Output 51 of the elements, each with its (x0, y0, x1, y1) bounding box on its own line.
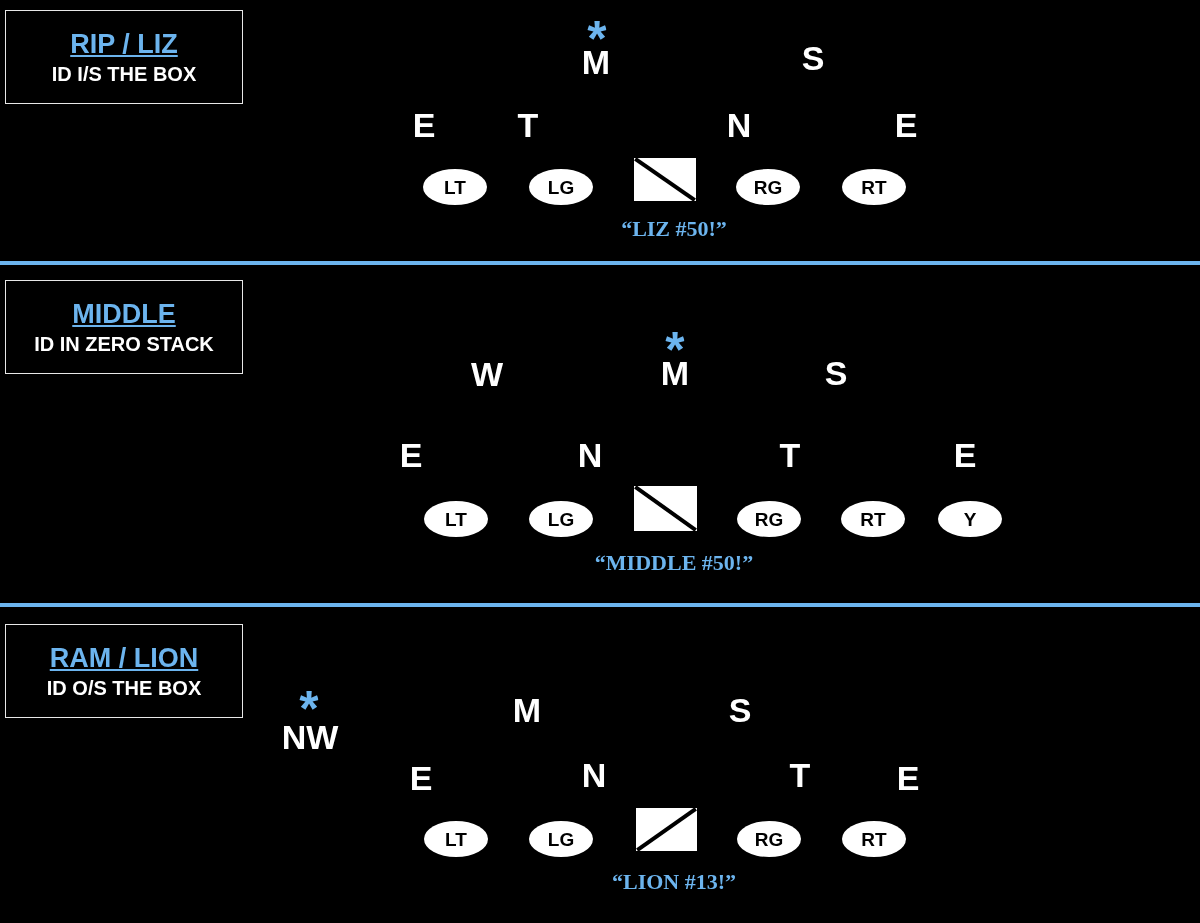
player-oval: RG (737, 821, 801, 857)
player-oval: LT (423, 169, 487, 205)
position-letter: M (660, 356, 690, 390)
position-letter: E (894, 108, 918, 142)
position-letter: E (409, 761, 433, 795)
title-box (5, 10, 243, 104)
asterisk-mark: * (665, 325, 685, 355)
player-oval: RG (737, 501, 801, 537)
position-letter: S (801, 41, 825, 75)
position-letter: S (728, 693, 752, 727)
position-letter: W (470, 357, 504, 391)
position-letter: N (726, 108, 752, 142)
call-text: “LIZ #50!” (621, 218, 727, 240)
player-oval: RT (841, 501, 905, 537)
section-subtitle: ID O/S THE BOX (46, 677, 202, 698)
player-oval: Y (938, 501, 1002, 537)
section-heading: RIP / LIZ (70, 30, 178, 58)
position-letter: T (517, 108, 539, 142)
position-letter: M (512, 693, 542, 727)
player-oval: LT (424, 821, 488, 857)
position-letter: T (779, 438, 801, 472)
player-oval: RT (842, 821, 906, 857)
position-letter: NW (281, 720, 339, 754)
position-letter: N (577, 438, 603, 472)
position-letter: S (824, 356, 848, 390)
call-text: “LION #13!” (611, 871, 737, 893)
title-box (5, 624, 243, 718)
title-box (5, 280, 243, 374)
player-oval: LG (529, 821, 593, 857)
position-letter: N (581, 758, 607, 792)
position-letter: M (581, 45, 611, 79)
position-letter: E (412, 108, 436, 142)
section-subtitle: ID IN ZERO STACK (34, 333, 214, 354)
center-square (636, 808, 697, 851)
player-oval: LG (529, 501, 593, 537)
player-oval: LT (424, 501, 488, 537)
section-heading: RAM / LION (49, 644, 199, 672)
asterisk-mark: * (587, 14, 607, 44)
player-oval: RG (736, 169, 800, 205)
player-oval: RT (842, 169, 906, 205)
section-heading: MIDDLE (72, 300, 176, 328)
asterisk-mark: * (299, 684, 319, 714)
position-letter: T (789, 758, 811, 792)
position-letter: E (953, 438, 977, 472)
player-oval: LG (529, 169, 593, 205)
position-letter: E (896, 761, 920, 795)
center-square (634, 158, 696, 201)
section-subtitle: ID I/S THE BOX (51, 63, 197, 84)
call-text: “MIDDLE #50!” (594, 552, 754, 574)
position-letter: E (399, 438, 423, 472)
center-square (634, 486, 697, 531)
